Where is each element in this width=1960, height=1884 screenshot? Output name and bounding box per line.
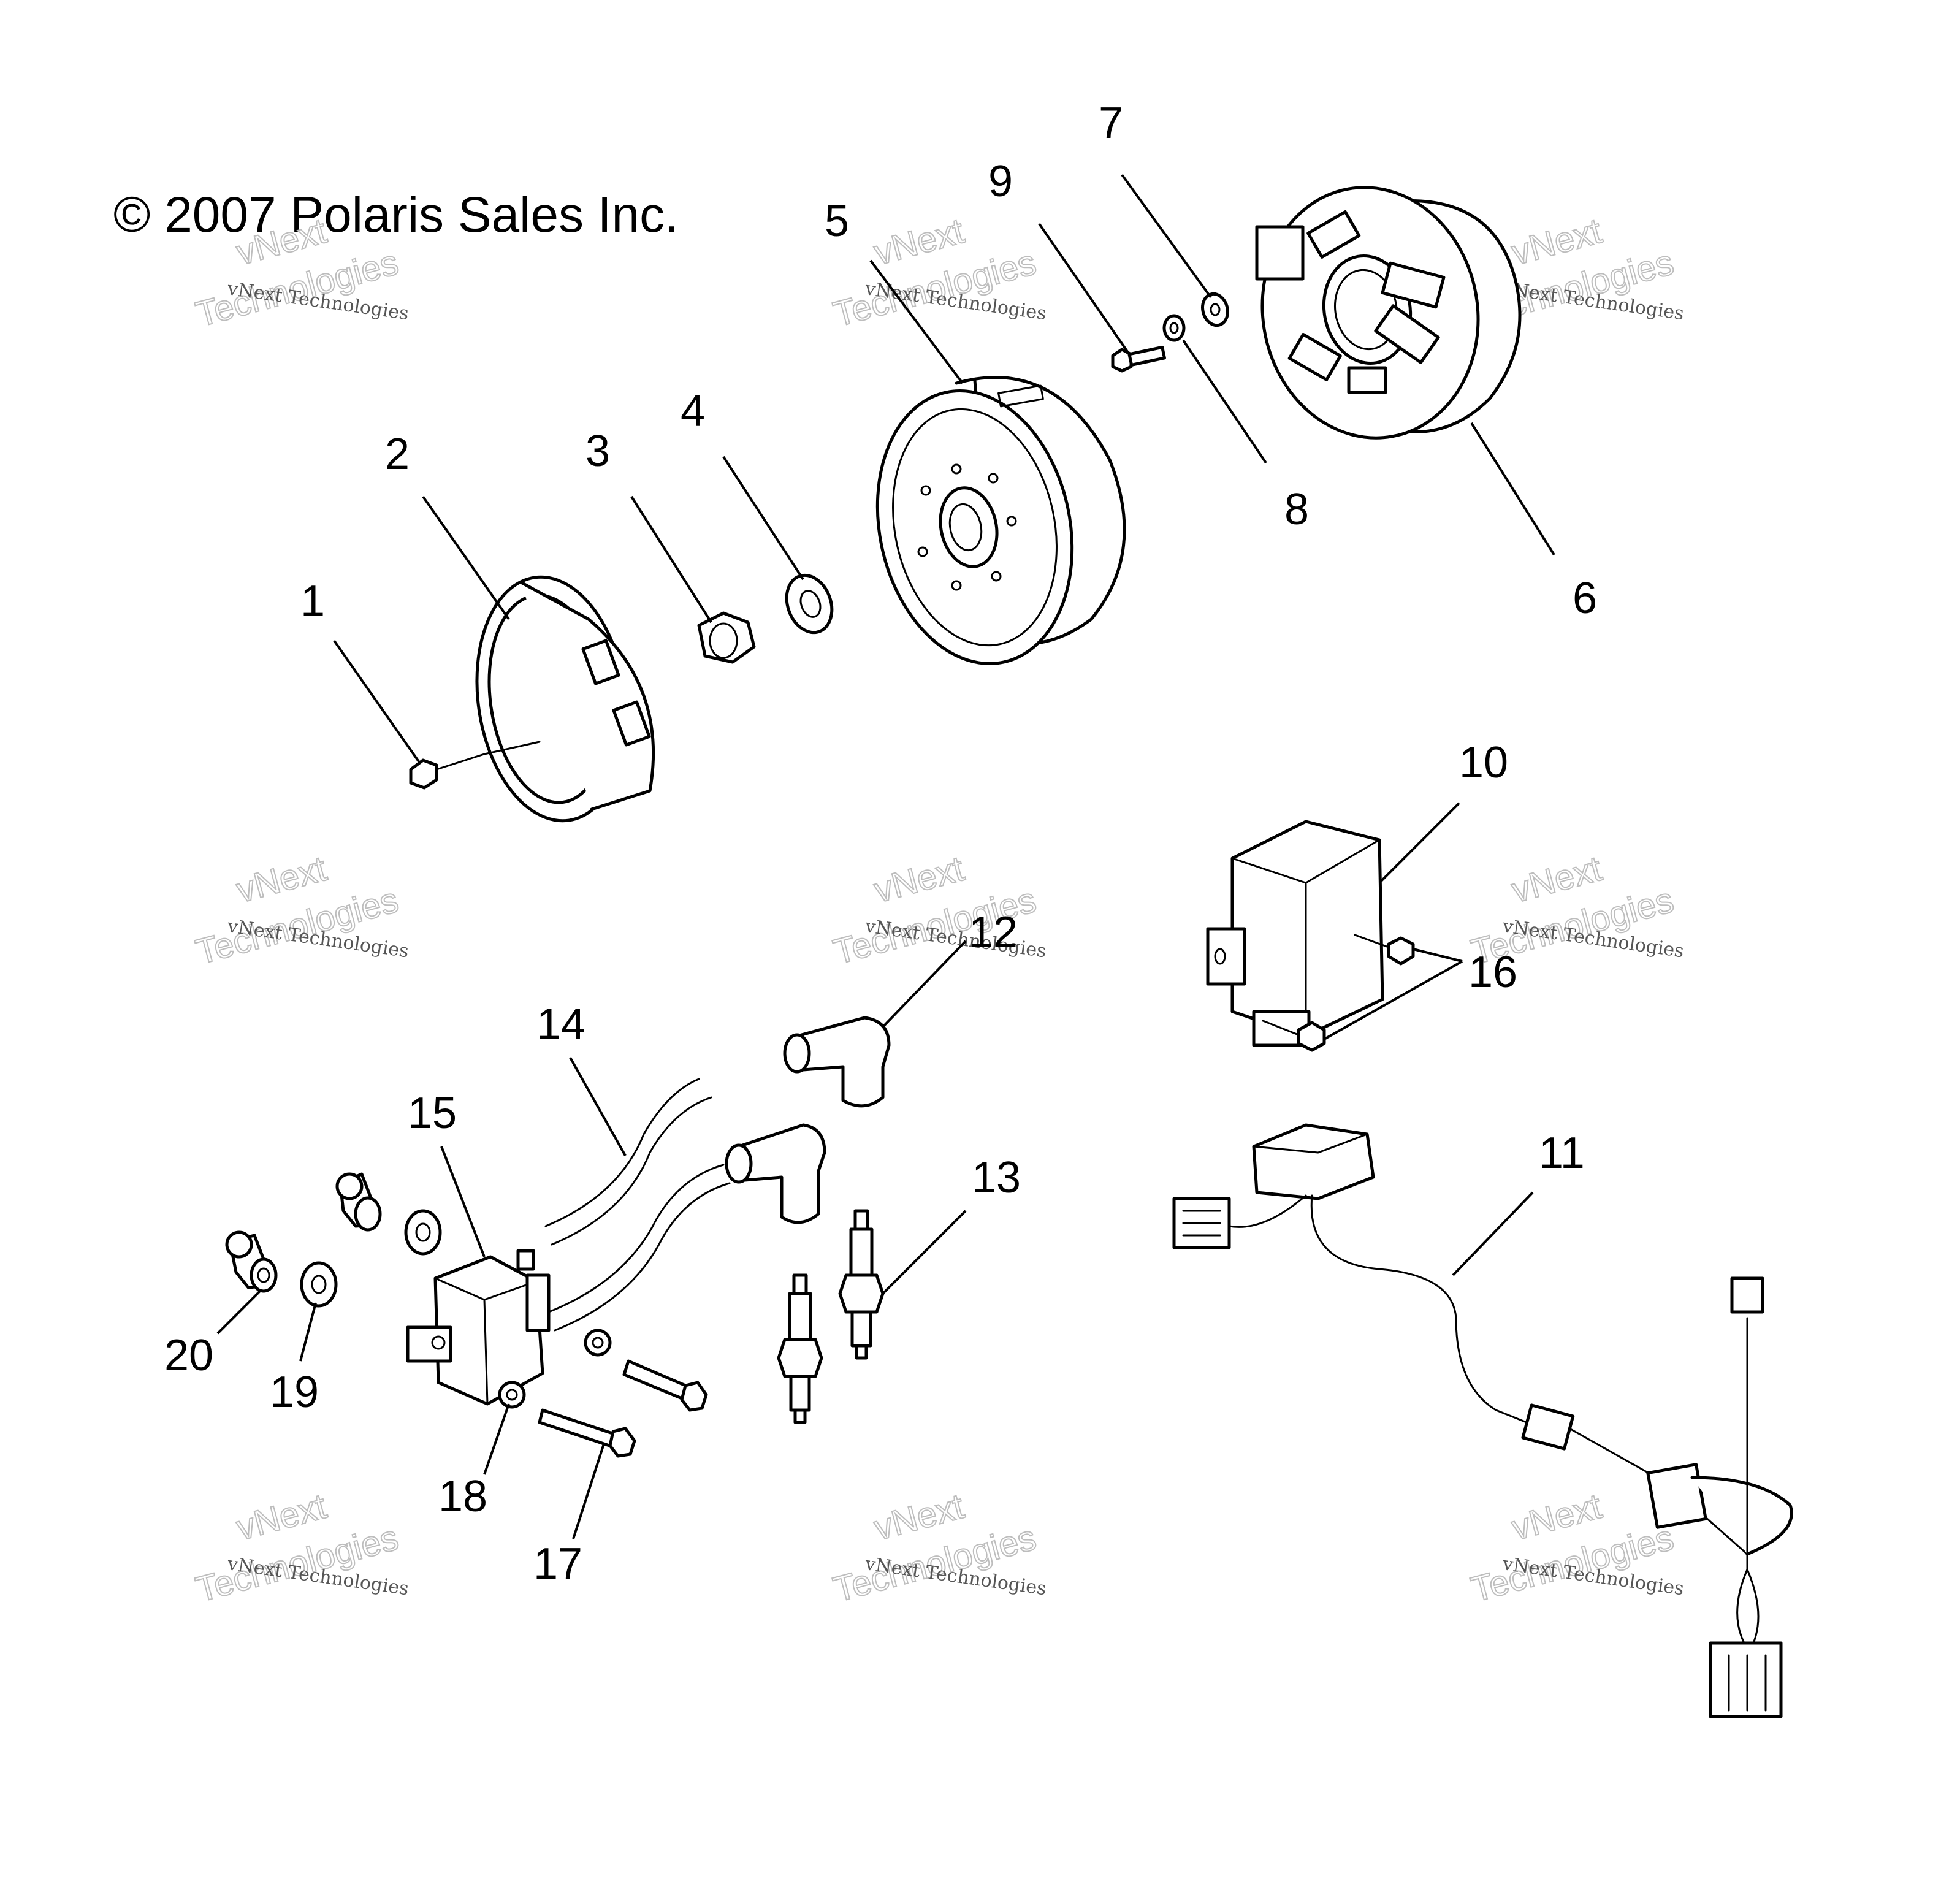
callout-16: 16 xyxy=(1468,948,1517,997)
part-10-cdi-box xyxy=(1206,820,1384,1047)
leader-lines xyxy=(216,174,1555,1539)
callout-5: 5 xyxy=(825,197,849,246)
callout-18: 18 xyxy=(438,1472,487,1521)
callout-17: 17 xyxy=(533,1539,582,1588)
part-2-ring xyxy=(475,575,655,823)
callout-10: 10 xyxy=(1459,738,1508,787)
callout-3: 3 xyxy=(585,427,610,476)
part-17-bolts xyxy=(538,1359,708,1458)
callout-20: 20 xyxy=(164,1331,213,1380)
part-12b-plug-cap xyxy=(725,1123,826,1224)
callout-labels: 1 2 3 4 5 6 7 8 9 10 11 12 13 14 15 16 1… xyxy=(164,99,1597,1588)
part-15-ignition-coil xyxy=(406,1249,551,1406)
part-5-flywheel xyxy=(875,376,1126,665)
callout-8: 8 xyxy=(1284,485,1309,534)
part-16-bolts xyxy=(1262,934,1415,1052)
callout-9: 9 xyxy=(988,157,1013,206)
copyright-text: © 2007 Polaris Sales Inc. xyxy=(113,187,679,243)
callout-11: 11 xyxy=(1539,1129,1585,1178)
part-bushing-upper xyxy=(335,1172,442,1256)
callout-13: 13 xyxy=(972,1153,1021,1202)
part-4-washer xyxy=(785,573,834,635)
callout-6: 6 xyxy=(1573,574,1597,623)
part-14-leads xyxy=(544,1078,731,1332)
callout-2: 2 xyxy=(385,430,410,479)
part-18-star-washer xyxy=(498,1329,612,1409)
part-12-plug-cap xyxy=(783,1016,891,1108)
part-3-nut xyxy=(697,611,756,664)
part-9-screw xyxy=(1111,345,1166,373)
part-13-spark-plug xyxy=(838,1209,885,1360)
part-20-bushing xyxy=(225,1230,278,1293)
part-11-harness xyxy=(1172,1123,1793,1718)
part-8-lockwasher xyxy=(1162,314,1186,342)
callout-4: 4 xyxy=(681,387,705,436)
callout-19: 19 xyxy=(270,1368,319,1417)
callout-12: 12 xyxy=(969,908,1018,957)
callout-1: 1 xyxy=(300,577,325,626)
part-6-stator xyxy=(1255,186,1522,440)
part-19-grommet xyxy=(300,1261,338,1308)
part-1-bolt xyxy=(409,753,486,790)
callout-7: 7 xyxy=(1099,99,1123,148)
callout-15: 15 xyxy=(408,1089,457,1138)
callout-14: 14 xyxy=(536,1000,585,1049)
part-7-washer xyxy=(1201,292,1229,327)
part-13b-spark-plug xyxy=(777,1273,823,1424)
